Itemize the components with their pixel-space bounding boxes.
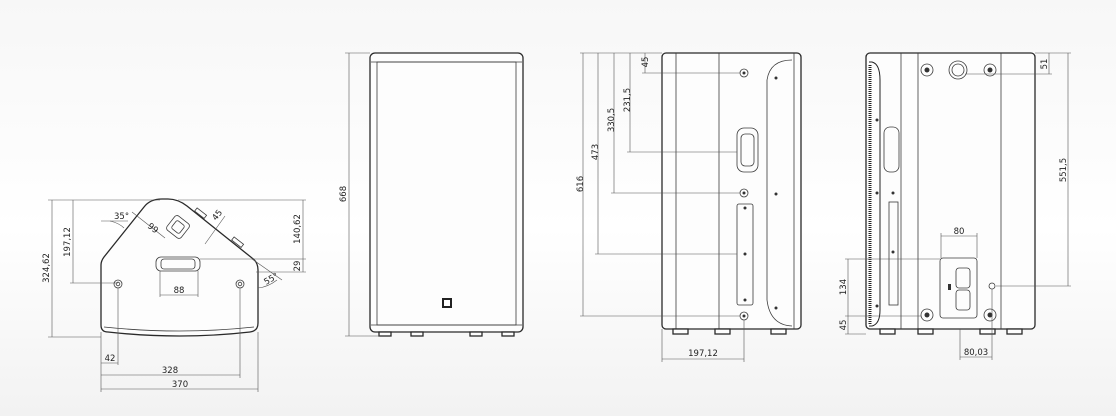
dim-connector-depth: 45 <box>210 208 225 223</box>
dim-handle-width: 88 <box>174 286 185 296</box>
dim-hole-span: 328 <box>162 366 178 376</box>
dim-depth: 324,62 <box>42 253 52 283</box>
dim-angle-right: 55° <box>263 271 281 287</box>
side-handle <box>736 127 759 173</box>
top-view: 324,62 197,12 140,62 29 88 42 328 370 35… <box>42 198 306 392</box>
dim-bracket: 473 <box>591 144 601 160</box>
dim-hole-edge: 42 <box>105 354 116 364</box>
dim-handle-offset: 29 <box>293 261 303 272</box>
rear-bolt-tr <box>983 63 997 77</box>
dim-angle-left: 35° <box>114 212 129 222</box>
speakon-top-icon <box>948 60 968 80</box>
dim-bolt-top: 45 <box>641 57 651 68</box>
side-view-outline <box>661 52 802 330</box>
dim-total: 616 <box>576 176 586 192</box>
dim-height: 668 <box>339 186 349 202</box>
connector-icon <box>166 215 190 239</box>
dim-bolt-depth: 197,12 <box>688 349 718 359</box>
rear-handle <box>883 126 900 173</box>
rear-bolt-bl <box>920 308 934 322</box>
dim-panel-width: 80 <box>954 227 965 237</box>
rear-bracket <box>888 201 899 306</box>
dim-width: 370 <box>172 380 188 390</box>
rear-view-outline <box>865 52 1036 330</box>
rear-bolt-tl <box>920 63 934 77</box>
rear-view: 551,5 51 134 45 80 80,03 <box>839 52 1071 360</box>
rigging-bracket <box>736 203 754 306</box>
dim-rear-height: 551,5 <box>1059 158 1069 182</box>
dim-panel-height: 134 <box>839 279 849 295</box>
input-panel <box>939 257 978 319</box>
top-handle <box>155 256 201 272</box>
front-view: 668 <box>339 52 524 337</box>
top-view-outline <box>100 198 259 337</box>
dim-panel-offset: 80,03 <box>964 348 988 358</box>
dim-rear-bottom: 45 <box>839 320 849 331</box>
dim-rear-top: 51 <box>1040 59 1050 70</box>
front-view-outline <box>369 52 524 333</box>
dim-handle: 231,5 <box>623 88 633 112</box>
dim-bolt-mid: 330,5 <box>607 108 617 132</box>
side-view: 616 473 330,5 231,5 45 197,12 <box>576 52 802 362</box>
dim-hole-depth: 197,12 <box>63 227 73 257</box>
rear-bolt-br <box>983 308 997 322</box>
dim-front-to-handle: 140,62 <box>293 214 303 244</box>
power-connector-icon <box>955 267 971 289</box>
